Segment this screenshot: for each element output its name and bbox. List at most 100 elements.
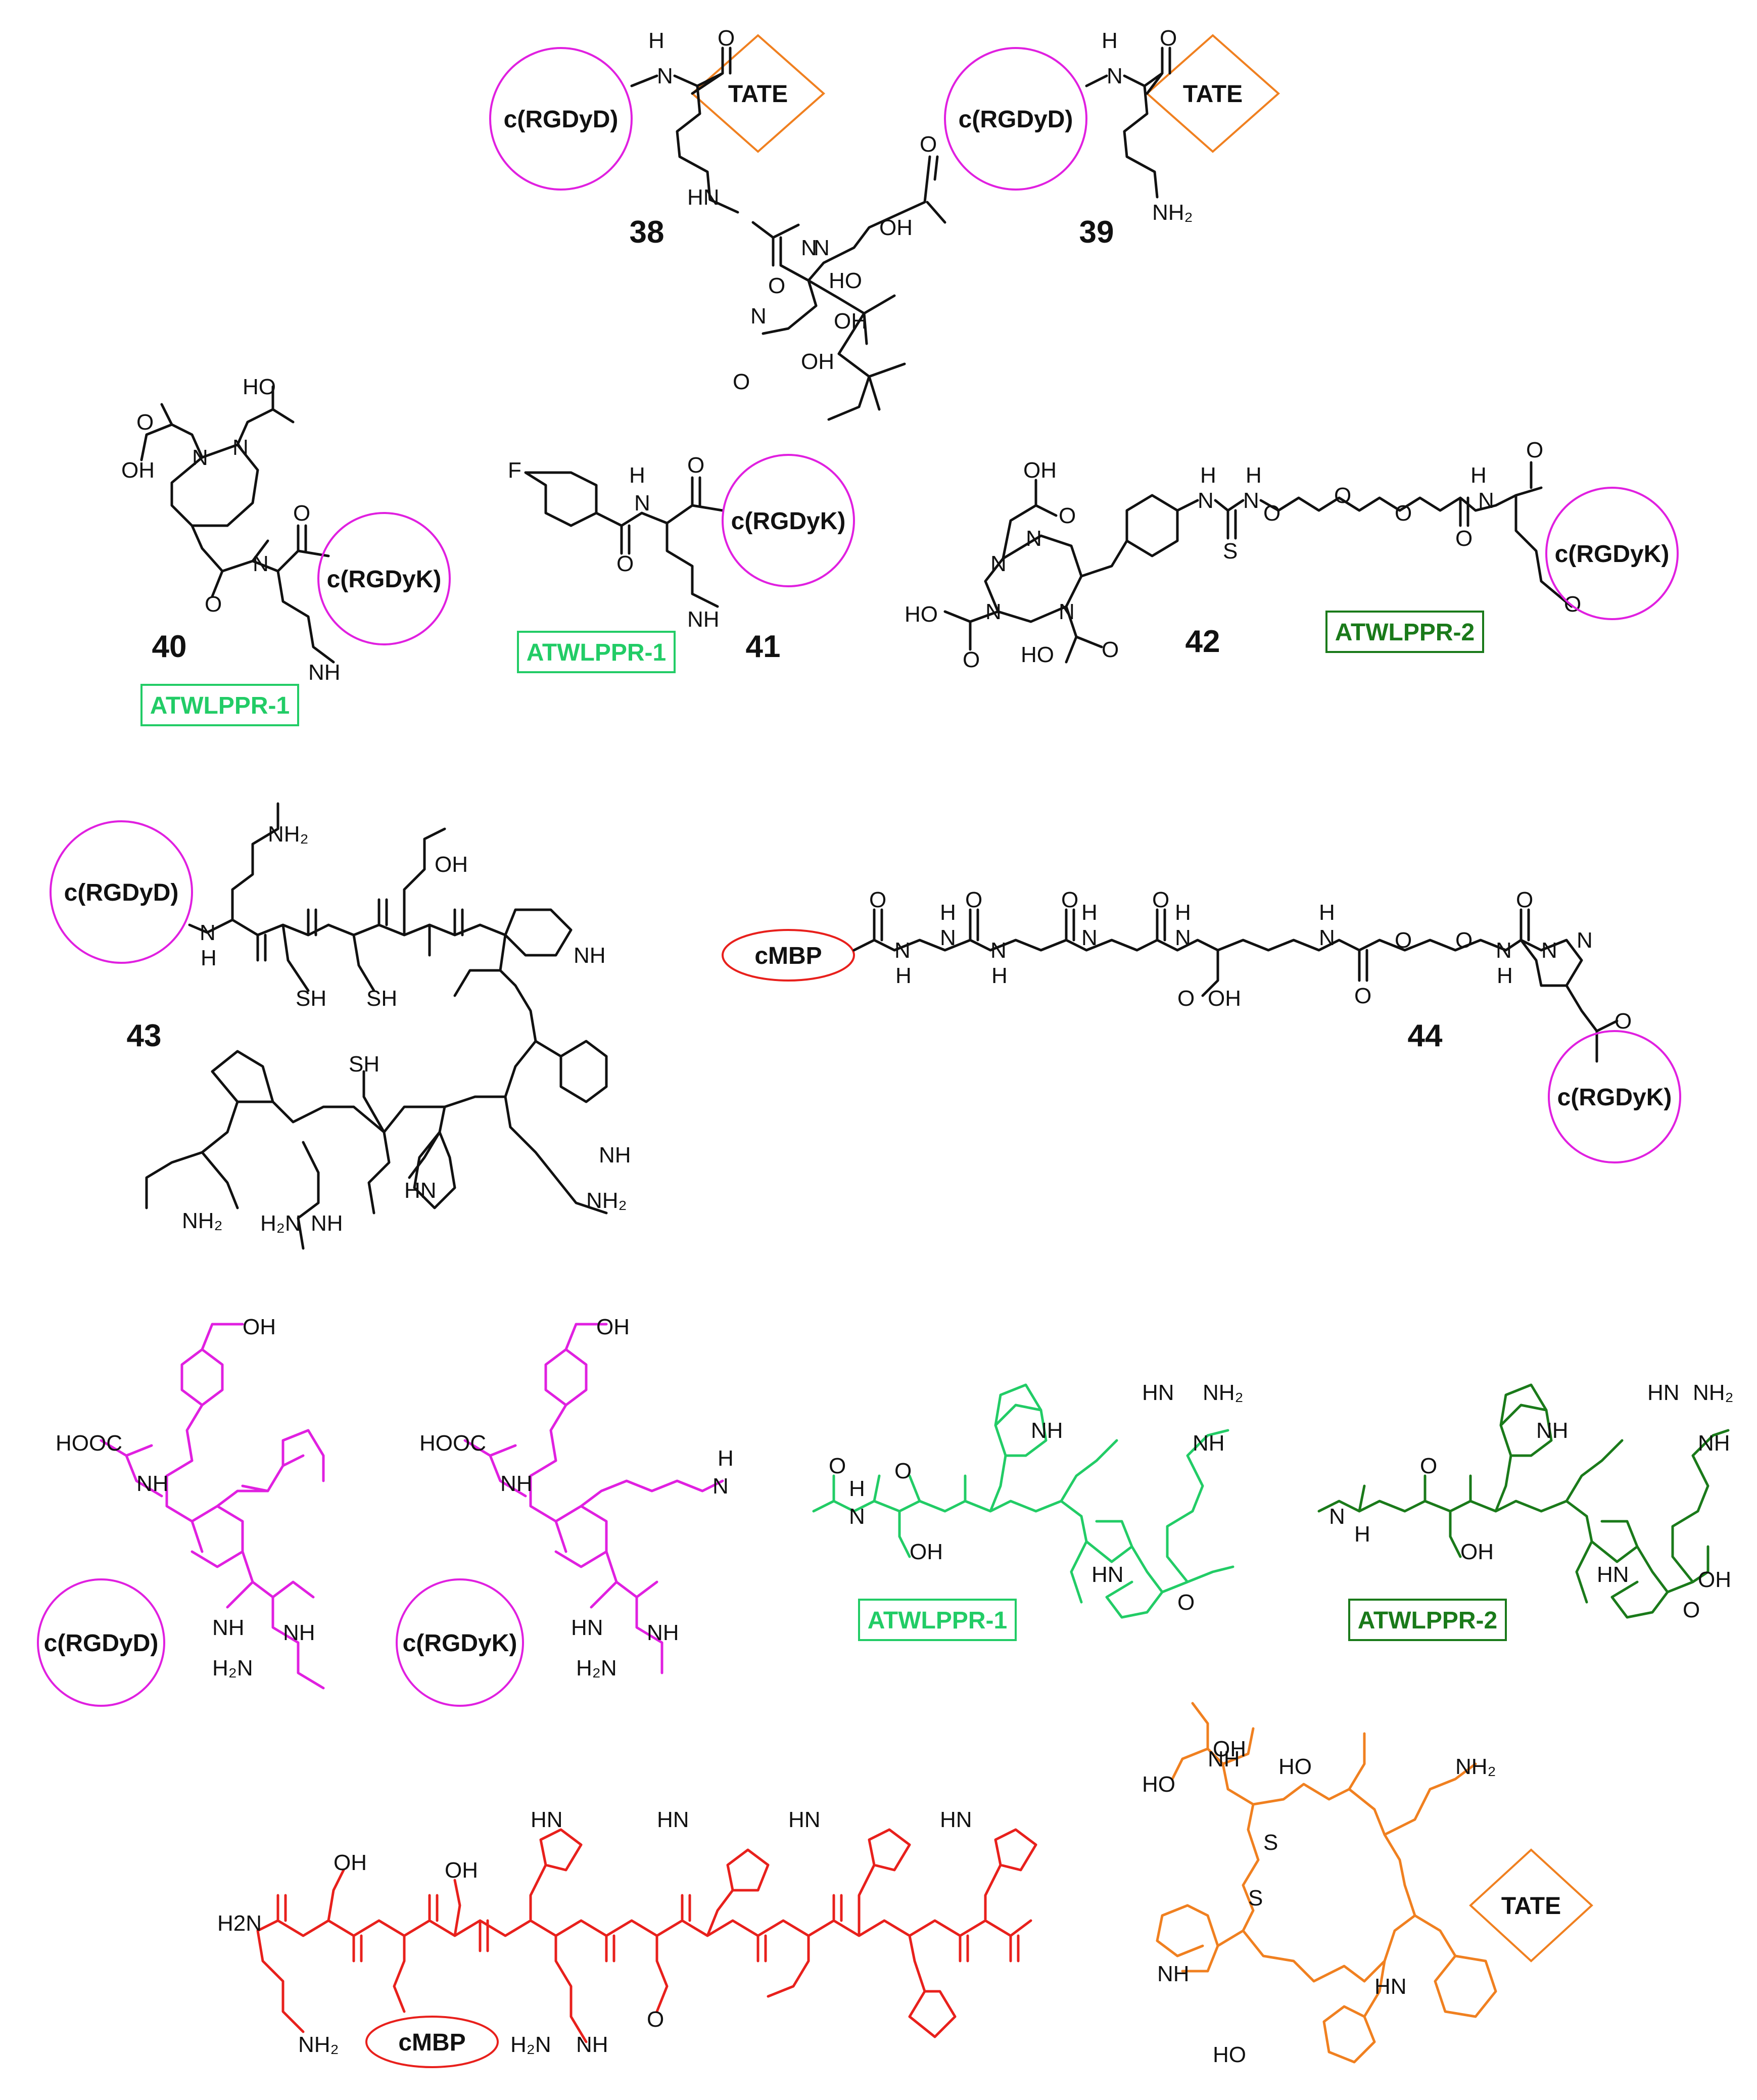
rgdyk-label-44: c(RGDyK) [1557,1084,1672,1111]
atom-NH2-tate: NH₂ [1455,1754,1496,1779]
atom-NH-tate: NH [1208,1747,1240,1771]
atom-N-atw2: N [1329,1504,1345,1529]
atwlppr1-label-41: ATWLPPR-1 [527,639,666,666]
atom-N-42b: N [985,599,1002,624]
atom-NH3-rgdyd: NH [283,1620,315,1645]
rgdyk-legend-label: c(RGDyK) [403,1630,517,1657]
atom-O7-42: O [1455,526,1473,551]
atom-O4-38: O [733,369,750,394]
atom-O-44b: O [965,888,982,912]
atom-N-39: N [1107,64,1123,88]
atom-O-41: O [687,453,704,478]
bonds-cmbp [256,1828,1037,2043]
atom-HO-40: HO [243,375,276,399]
atom-O-44j: O [1614,1009,1632,1034]
atom-NH-cmbp: NH [576,2032,608,2057]
bonds-rgdyk [463,1323,724,1674]
atom-N-44g: N [1496,938,1512,963]
atom-SH-43c: SH [349,1052,379,1077]
tate-label-38: TATE [728,81,788,108]
atom-OH-atw2: OH [1460,1539,1494,1564]
legend-cmbp: H2N NH₂ OH OH HN HN HN HN H₂N NH O cMBP [217,1807,1037,2068]
atom-HO2-tate: HO [1278,1754,1312,1779]
atom-O-38: O [718,26,735,51]
bonds-atwlppr1 [812,1383,1234,1619]
atom-O5-42: O [1334,483,1351,508]
atom-H2N-43: H₂N [260,1211,301,1236]
atwlppr1-legend-label: ATWLPPR-1 [868,1607,1007,1634]
atom-HN-atw2b: HN [1597,1562,1629,1587]
atom-H-atw2: H [1354,1522,1370,1547]
atom-HOOC-rgdyk: HOOC [419,1431,486,1456]
atom-F-41: F [508,458,521,483]
compound-38: c(RGDyD) TATE H N O HN O N N O OH HO N O… [489,26,946,421]
atom-NH-43b: NH [311,1211,343,1236]
atom-HO-42: HO [905,602,938,627]
atom-HO2-42: HO [1021,642,1054,667]
atom-HN-cmbp4: HN [940,1807,972,1832]
atom-NH-tate2: NH [1157,1962,1190,1986]
rgdyk-label-40: c(RGDyK) [327,566,442,593]
atom-O-44e: O [1177,986,1195,1011]
tate-legend-diamond [1469,1848,1593,1963]
atom-SH-43b: SH [366,986,397,1011]
atom-HN-tate: HN [1374,1974,1407,1999]
atom-O-44h: O [1455,928,1473,953]
atom-N-44e: N [1175,925,1191,950]
bonds-42 [943,461,1573,664]
rgdyd-legend-label: c(RGDyD) [44,1630,159,1657]
atom-N-38: N [657,64,673,88]
legend-rgdyd: OH HOOC NH NH H₂N NH c(RGDyD) [37,1315,325,1707]
atom-H-43: H [201,946,217,970]
atom-NH-41: NH [687,607,720,632]
atom-OH-42: OH [1023,458,1057,483]
atom-OH-44: OH [1208,986,1241,1011]
atom-HN-atw1b: HN [1091,1562,1124,1587]
atom-HN-43: HN [404,1178,437,1203]
atom-NH-43: NH [574,943,606,968]
atom-NH2-rgdyk: NH [647,1620,679,1645]
atom-OH3-38: OH [801,349,834,374]
atom-O-44g: O [1395,928,1412,953]
atom-H-42a: H [1200,463,1216,488]
compound-number-39: 39 [1079,215,1114,250]
atom-O-atw2a: O [1420,1454,1437,1478]
atom-HN-atw2: HN [1647,1380,1680,1405]
atom-OH2-cmbp: OH [445,1858,478,1883]
bonds-rgdyd [100,1323,325,1690]
rgdyd-circle-43 [50,820,193,964]
atom-N-40b: N [192,445,208,470]
bonds-44 [852,908,1619,1063]
atom-N-41: N [634,491,650,516]
atom-N3-38: N [814,236,830,260]
atom-S-42: S [1223,539,1238,564]
cmbp-legend-ellipse [365,2016,499,2068]
atwlppr1-box-41 [517,631,676,673]
atom-N-42g: N [1478,488,1494,513]
atwlppr2-box-42 [1325,611,1484,653]
compound-40: HO O OH N N O O N NH c(RGDyK) 40 ATWLPPR… [121,375,451,726]
tate-legend-label: TATE [1501,1893,1561,1920]
atom-N-42c: N [1059,599,1075,624]
atom-NH2-atw1: NH₂ [1203,1380,1244,1405]
atom-NH2-43b: NH₂ [182,1208,223,1233]
atom-H-42b: H [1246,463,1262,488]
compound-number-38: 38 [630,215,664,250]
atom-H-44f: H [1319,900,1335,925]
atom-H-rgdyk: H [718,1446,734,1471]
atom-OH-rgdyd: OH [243,1315,276,1339]
atom-HO3-tate: HO [1213,2042,1246,2067]
atom-O2-41: O [616,551,634,576]
atom-O-atw1a: O [829,1454,846,1478]
atom-H-atw1: H [849,1476,865,1501]
atom-O-44c: O [1061,888,1078,912]
atom-H2N-cmbp: H2N [217,1911,262,1936]
bonds-39 [1085,46,1171,199]
compound-number-44: 44 [1408,1018,1443,1053]
atom-O-44a: O [869,888,886,912]
atom-N-40c: N [253,551,269,576]
tate-diamond-38 [690,34,826,153]
atom-O-42: O [1059,503,1076,528]
atom-OH-atw2b: OH [1698,1567,1731,1592]
atom-NH-atw1: NH [1031,1418,1063,1443]
